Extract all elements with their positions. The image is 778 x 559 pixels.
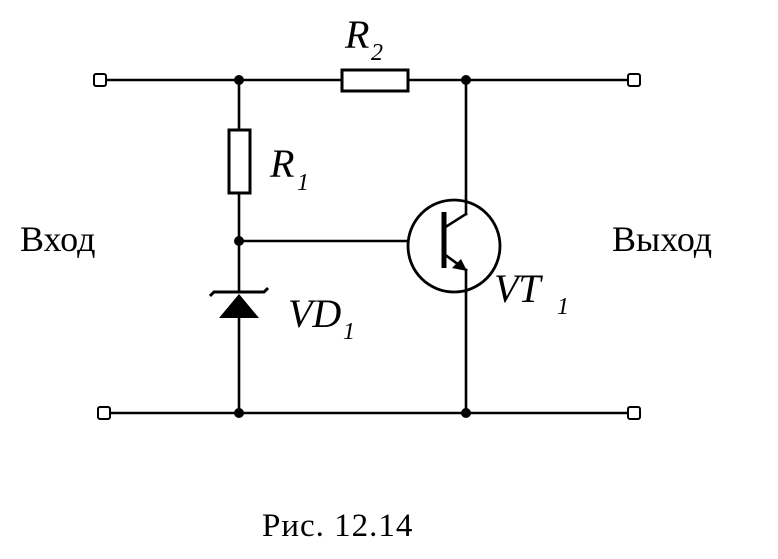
zener-diode-vd1: [208, 286, 270, 318]
input-terminal-bottom: [97, 406, 111, 420]
output-label: Выход: [612, 219, 712, 259]
node-base: [234, 236, 244, 246]
output-terminal-top: [627, 73, 641, 87]
input-label: Вход: [20, 219, 95, 259]
node-bottom-left: [234, 408, 244, 418]
label-r2: R: [344, 12, 369, 57]
label-vd1-sub: 1: [343, 319, 355, 345]
output-terminal-bottom: [627, 406, 641, 420]
transistor-vt1: [406, 198, 502, 294]
node-top-left: [234, 75, 244, 85]
figure-caption: Рис. 12.14: [262, 508, 413, 544]
node-bottom-right: [461, 408, 471, 418]
label-vt1: VT: [494, 266, 543, 311]
resistor-r1: [227, 128, 252, 195]
label-r1-sub: 1: [297, 170, 309, 196]
resistor-r2: [340, 68, 410, 93]
input-terminal-top: [93, 73, 107, 87]
label-vd1: VD: [288, 291, 341, 336]
node-top-right: [461, 75, 471, 85]
label-vt1-sub: 1: [557, 294, 569, 320]
label-r2-sub: 2: [371, 40, 383, 66]
label-r1: R: [269, 141, 294, 186]
